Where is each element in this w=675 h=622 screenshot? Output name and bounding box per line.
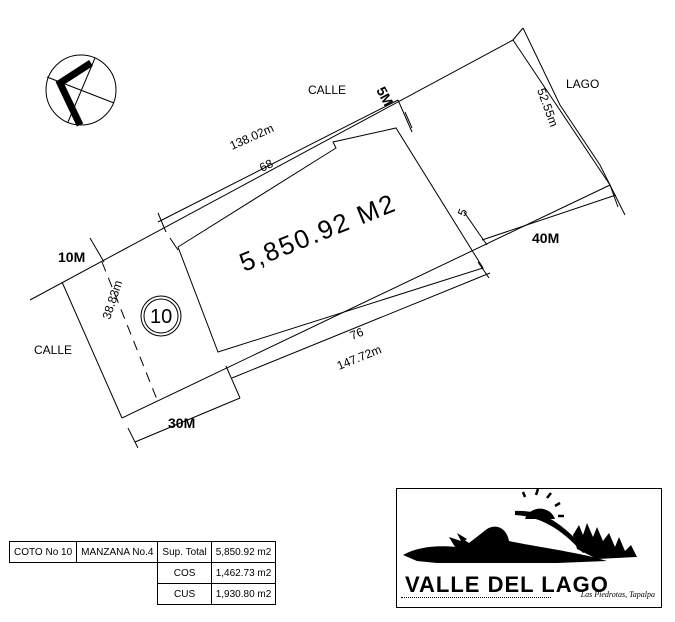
dim-76-label: 76 xyxy=(348,325,366,343)
area-label: 5,850.92 M2 xyxy=(235,187,401,277)
dim-14772-label: 147.72m xyxy=(335,342,384,372)
cus-label-cell: CUS xyxy=(157,583,212,605)
dim-5255-label: 52.55m xyxy=(534,86,561,128)
outer-boundary xyxy=(61,281,123,419)
lot-info-table: COTO No 10 MANZANA No.4 Sup. Total 5,850… xyxy=(8,541,277,605)
street-label-left: CALLE xyxy=(34,343,72,357)
sup-value-cell: 5,850.92 m2 xyxy=(210,541,277,563)
street-label-top: CALLE xyxy=(308,83,346,97)
lot-footprint xyxy=(177,127,484,353)
dim-3883-label: 38.83m xyxy=(100,279,126,321)
lot-number-circle xyxy=(140,295,182,337)
lake-label: LAGO xyxy=(566,77,599,91)
logo-title: VALLE DEL LAGO xyxy=(405,572,609,597)
street-line xyxy=(29,39,514,301)
north-arrow-circle xyxy=(45,54,117,126)
dim-138-label: 138.02m xyxy=(228,121,276,153)
dim-40m-label: 40M xyxy=(532,230,559,246)
sup-label-cell: Sup. Total xyxy=(157,541,212,563)
cus-value-cell: 1,930.80 m2 xyxy=(210,583,277,605)
landscape-logo-icon xyxy=(403,489,637,563)
coto-cell: COTO No 10 xyxy=(8,541,78,563)
cos-value-cell: 1,462.73 m2 xyxy=(210,562,277,584)
lake-shore xyxy=(522,27,626,216)
dim-5-label: 5 xyxy=(455,206,471,218)
dim-10m-label: 10M xyxy=(58,249,85,265)
dim-68-label: 68 xyxy=(257,156,275,175)
dim-30m-label: 30M xyxy=(168,415,195,431)
site-plan: CALLE CALLE LAGO 5M 10M 30M 40M 138.02m … xyxy=(29,27,626,449)
cos-label-cell: COS xyxy=(157,562,212,584)
setback-line xyxy=(101,261,159,403)
logo-dotted-line xyxy=(401,597,551,600)
lot-number: 10 xyxy=(150,306,172,328)
valle-del-lago-logo: VALLE DEL LAGO Las Piedrotas, Tapalpa xyxy=(396,488,662,608)
manzana-cell: MANZANA No.4 xyxy=(76,541,159,563)
logo-subtitle: Las Piedrotas, Tapalpa xyxy=(580,590,655,599)
north-arrow-icon xyxy=(55,60,93,127)
